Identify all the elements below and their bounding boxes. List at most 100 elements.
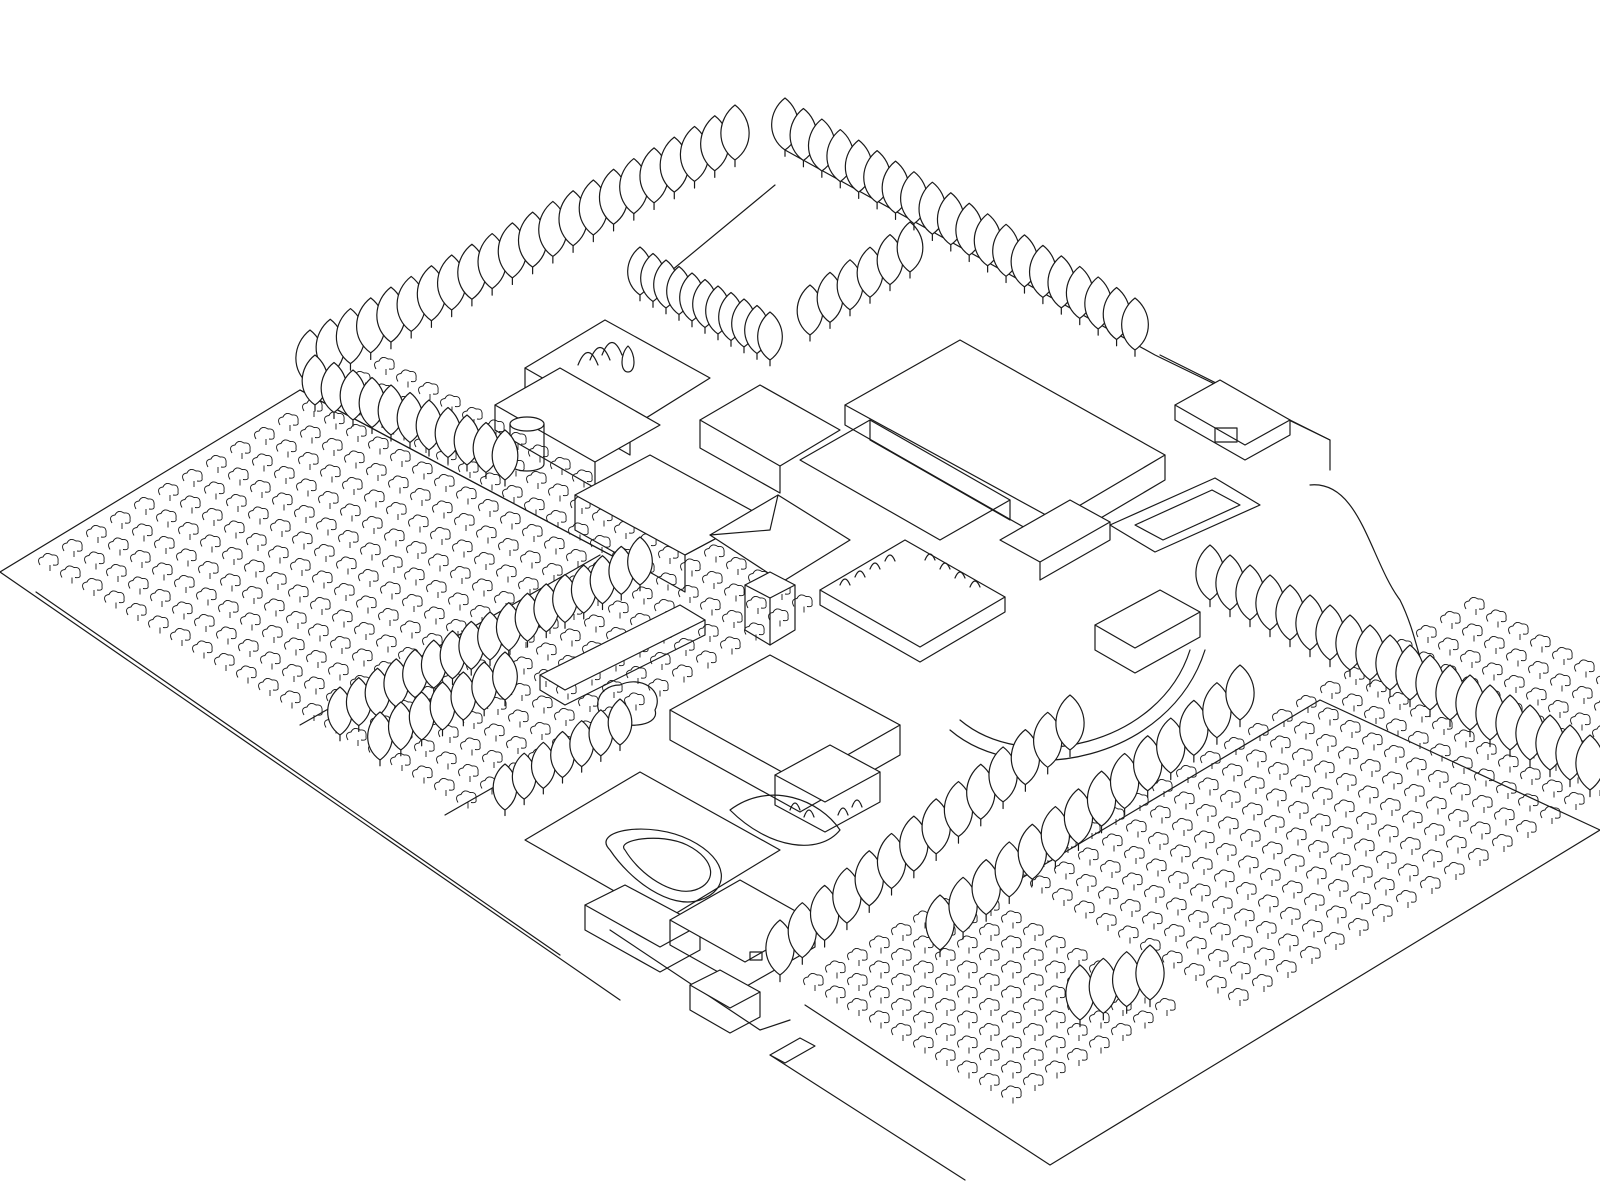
orchard-tree [913,985,934,1004]
orchard-tree [1111,1022,1132,1041]
cypress-tree [1088,957,1118,1021]
orchard-tree [408,514,429,533]
orchard-tree [456,486,477,505]
orchard-tree [1296,694,1317,713]
orchard-tree [550,456,571,475]
orchard-tree [1023,922,1044,941]
orchard-tree [1342,693,1363,712]
orchard-tree [192,640,213,659]
orchard-tree [346,423,367,442]
orchard-tree [1300,945,1321,964]
orchard-tree [268,545,289,564]
orchard-tree [522,523,543,542]
orchard-tree [696,650,717,669]
orchard-tree [1001,985,1022,1004]
orchard-tree [935,997,956,1016]
orchard-tree [1358,785,1379,804]
cypress-tree [896,221,924,279]
orchard-tree [1258,894,1279,913]
orchard-tree [432,500,453,519]
orchard-tree [1324,931,1345,950]
orchard-tree [1278,933,1299,952]
orchard-tree [1164,923,1185,942]
orchard-tree [220,573,241,592]
orchard-tree [1454,729,1475,748]
orchard-tree [378,607,399,626]
orchard-tree [869,1010,890,1029]
orchard-tree [1344,666,1365,685]
orchard-tree [1254,947,1275,966]
cypress-tree [1086,770,1117,834]
orchard-tree [1150,805,1171,824]
orchard-tree [1592,725,1600,738]
center-north-walls [699,419,781,494]
orchard-tree [979,1022,1000,1041]
orchard-tree [1504,674,1525,693]
orchard-tree [1170,844,1191,863]
cypress-tree [408,691,435,747]
orchard-tree [1023,1047,1044,1066]
north-path-line [659,184,776,281]
orchard-tree [340,503,361,522]
orchard-tree [240,612,261,631]
orchard-tree [935,947,956,966]
cypress-tree [925,894,955,958]
orchard-tree [262,624,283,643]
orchard-tree [320,464,341,483]
orchard-tree [180,495,201,514]
center-west-walls [574,494,761,593]
orchard-tree [1176,764,1197,783]
orchard-tree [1356,811,1377,830]
orchard-tree [226,493,247,512]
orchard-tree [508,709,529,728]
orchard-tree [1302,919,1323,938]
orchard-tree [196,587,217,606]
east-loggia-walls [1094,611,1201,674]
orchard-tree [156,509,177,528]
orchard-tree [1282,880,1303,899]
orchard-tree [1336,772,1357,791]
cypress-tree [1225,664,1255,728]
orchard-tree [230,440,251,459]
orchard-tree [1276,959,1297,978]
orchard-tree [328,662,349,681]
cypress-tree [492,763,518,817]
orchard-tree [280,690,301,709]
orchard-tree [296,478,317,497]
orchard-tree [1464,596,1485,615]
cypress-tree [492,651,518,707]
loggia-arches [789,799,863,818]
orchard-tree [1200,750,1221,769]
orchard-tree [1520,766,1541,785]
orchard-tree [1378,824,1399,843]
orchard-tree [1023,997,1044,1016]
orchard-tree [698,623,719,642]
orchard-tree [84,551,105,570]
orchard-tree [1424,822,1445,841]
cypress-tree [1040,805,1070,869]
orchard-tree [935,1047,956,1066]
orchard-tree [1462,623,1483,642]
orchard-tree [176,548,197,567]
orchard-tree [1045,1010,1066,1029]
orchard-tree [1148,831,1169,850]
orchard-tree [456,790,477,809]
orchard-tree [1089,1035,1110,1054]
pavilion-walls [1174,404,1291,461]
orchard-tree [1214,869,1235,888]
orchard-tree [1316,733,1337,752]
orchard-tree [548,483,569,502]
orchard-tree [1432,716,1453,735]
orchard-tree [152,562,173,581]
orchard-tree [216,626,237,645]
orchard-tree [1208,948,1229,967]
orchard-tree [1272,708,1293,727]
orchard-tree [128,576,149,595]
orchard-tree [284,637,305,656]
cypress-tree [899,815,929,879]
orchard-tree [1326,905,1347,924]
cypress-tree [988,746,1018,810]
orchard-tree [412,765,433,784]
orchard-tree [1594,700,1600,711]
orchard-tree [1430,743,1451,762]
